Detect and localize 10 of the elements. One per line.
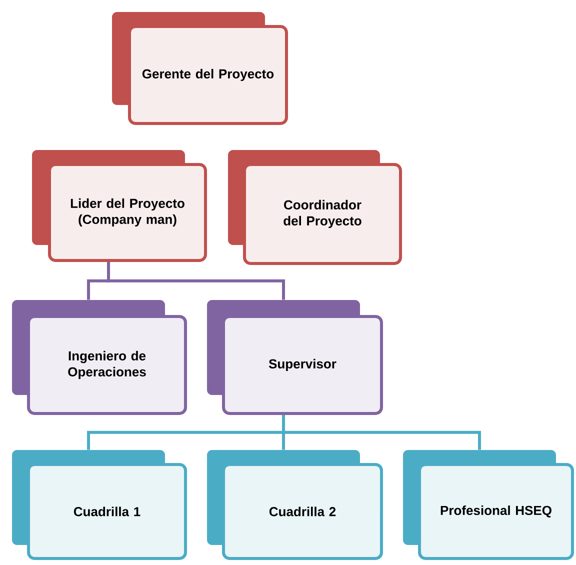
org-box: Cuadrilla 1: [12, 450, 187, 560]
org-box: Supervisor: [207, 300, 383, 415]
connector-line: [107, 262, 285, 300]
org-box: Lider del Proyecto (Company man): [32, 150, 207, 262]
org-box: Ingeniero de Operaciones: [12, 300, 187, 415]
org-box: Profesional HSEQ: [403, 450, 574, 560]
org-box: Coordinador del Proyecto: [228, 150, 402, 265]
org-box: Gerente del Proyecto: [112, 12, 288, 125]
connector-line: [282, 415, 481, 450]
org-box: Cuadrilla 2: [207, 450, 383, 560]
